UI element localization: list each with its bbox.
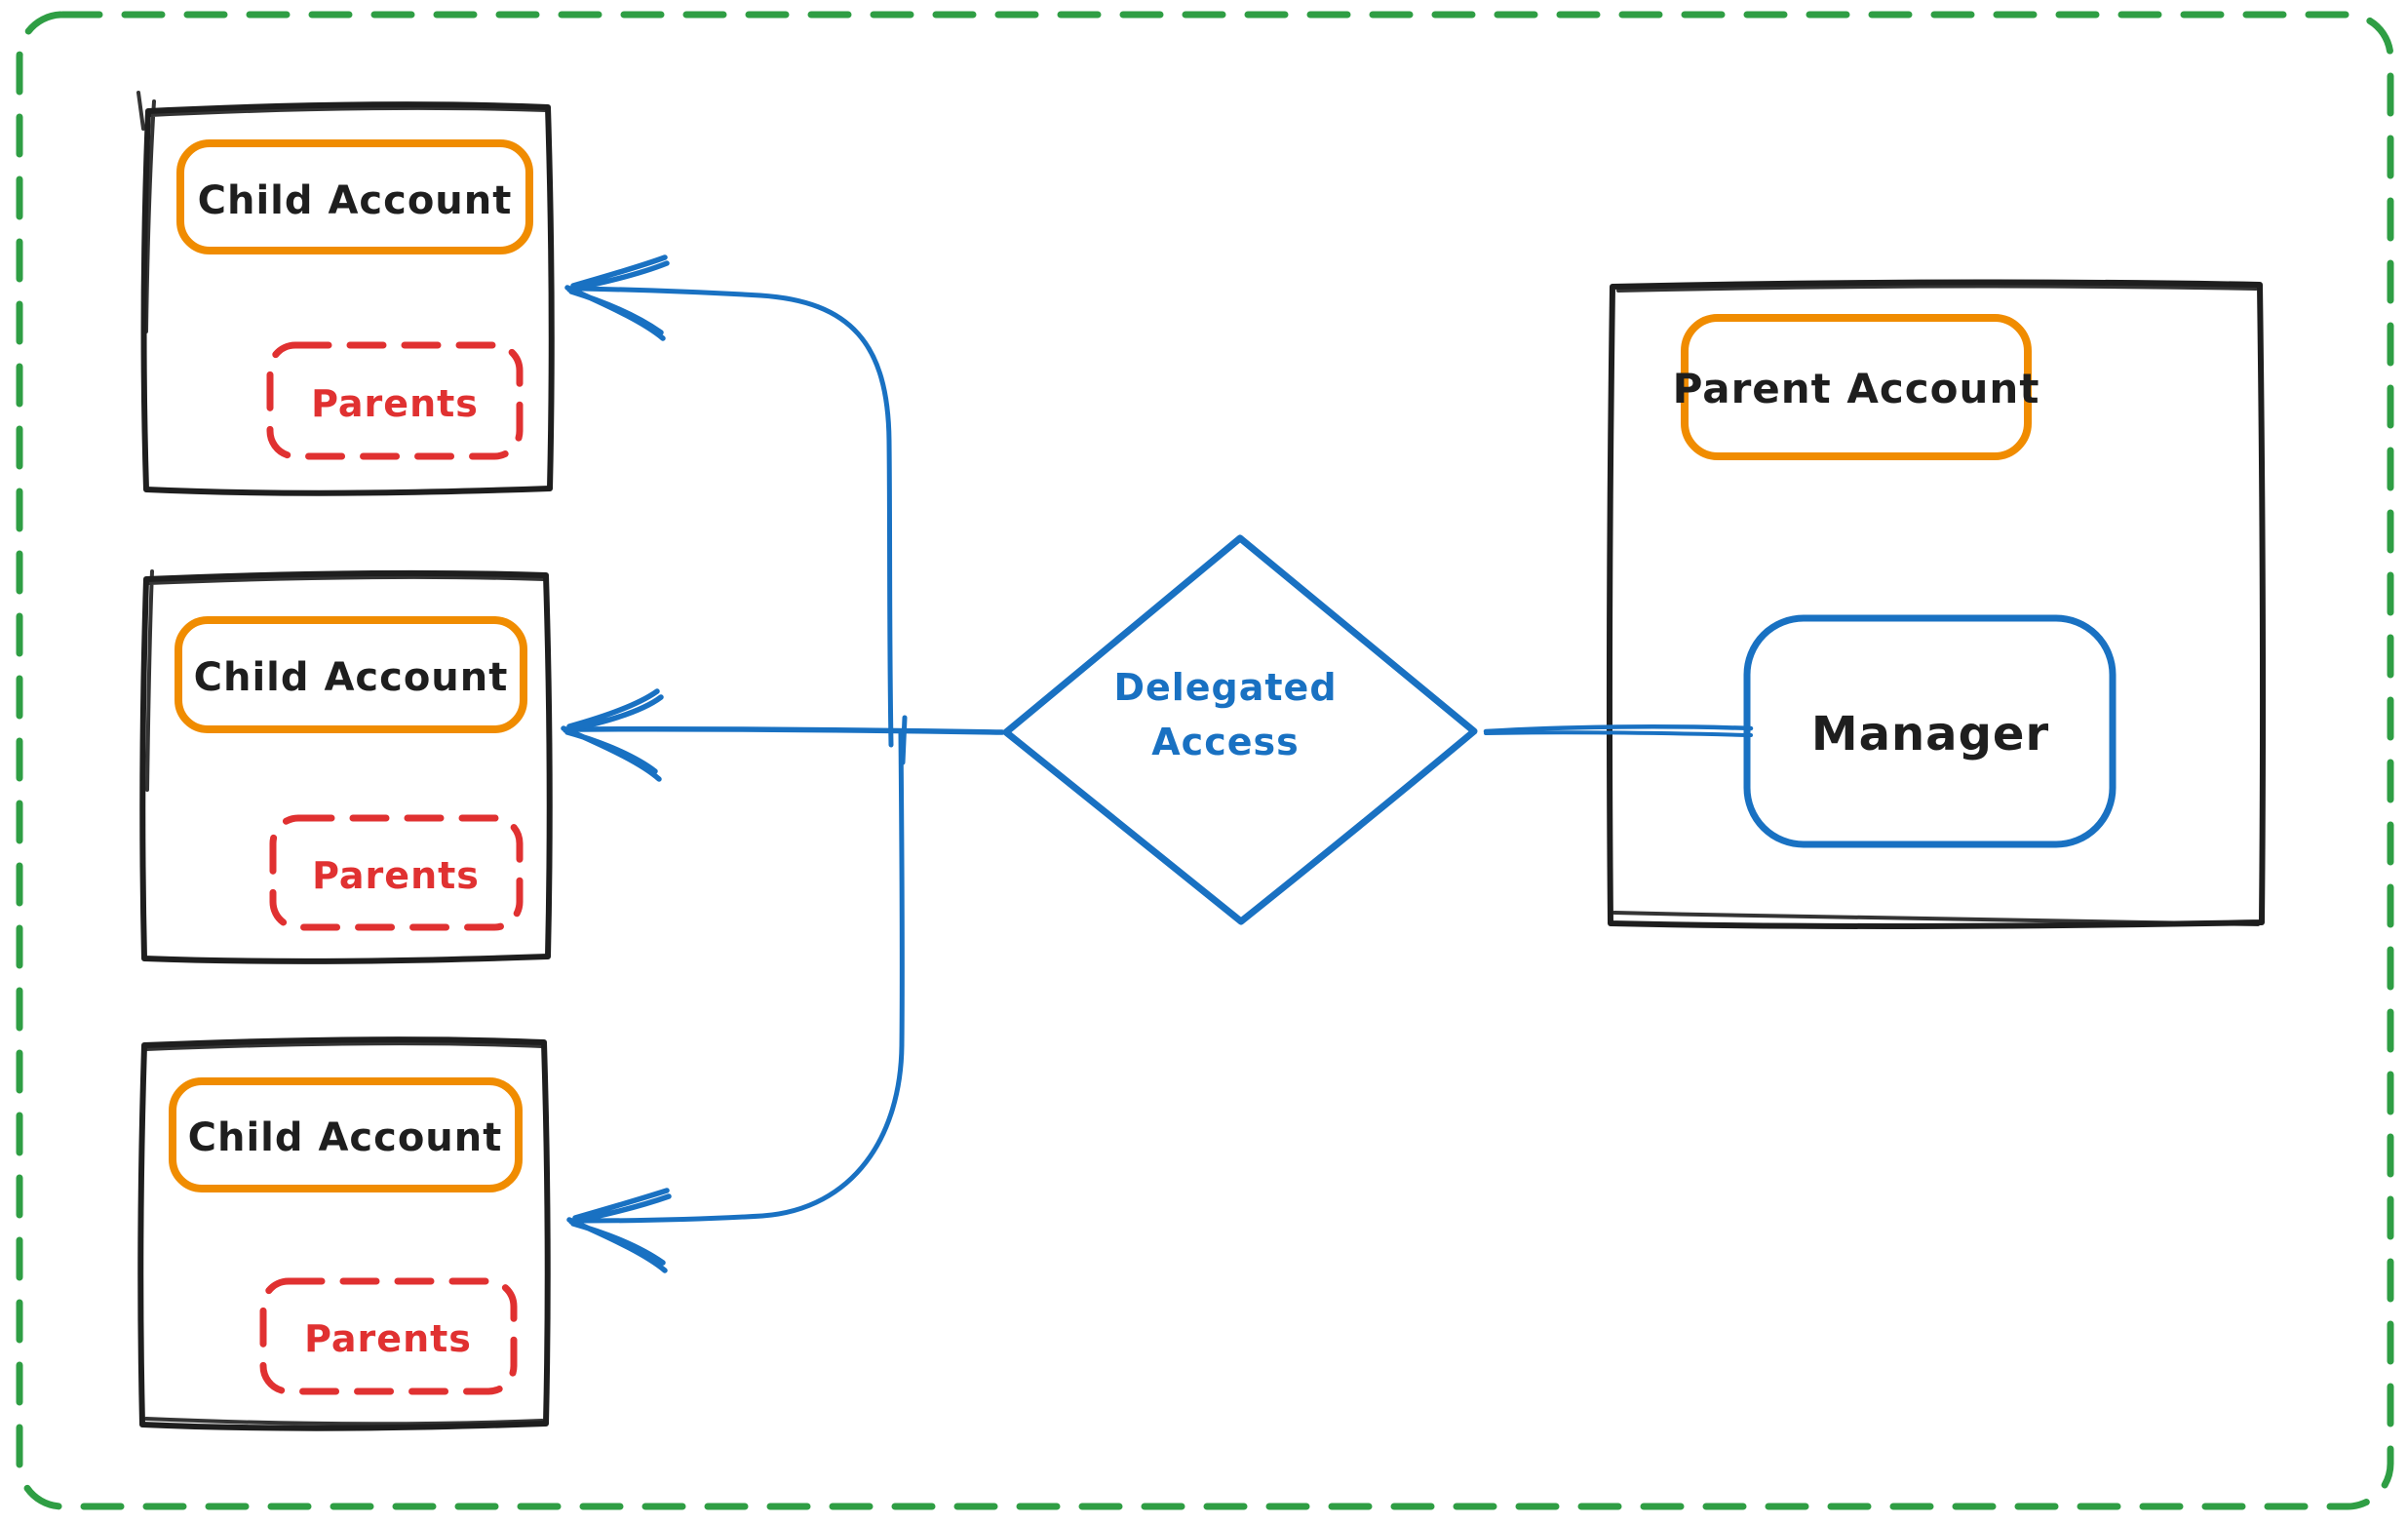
arrow-to-child-2[interactable] bbox=[561, 688, 1005, 782]
parents-label: Parents bbox=[311, 382, 479, 425]
sketch-double-stroke bbox=[144, 1041, 544, 1426]
arrowhead bbox=[566, 1188, 672, 1273]
child-account-label-box bbox=[176, 139, 533, 254]
arrow-to-child-1[interactable] bbox=[564, 254, 908, 765]
arrow-to-child-3[interactable] bbox=[566, 730, 905, 1273]
child-account-node-1[interactable]: Child Account Parents bbox=[136, 91, 555, 496]
connector-manager-to-diamond[interactable] bbox=[1483, 724, 1754, 737]
connector-line-double bbox=[1484, 730, 1753, 737]
arrow-shaft bbox=[578, 286, 894, 748]
canvas-dashed-border bbox=[16, 11, 2394, 1510]
parent-account-label-box bbox=[1681, 314, 2032, 460]
child-account-label: Child Account bbox=[194, 655, 509, 700]
child-account-label-box bbox=[169, 1077, 523, 1192]
delegated-access-diamond[interactable]: Delegated Access bbox=[1002, 534, 1478, 925]
parents-label: Parents bbox=[304, 1317, 472, 1360]
child-box-outline bbox=[137, 1036, 551, 1431]
arrow-shaft bbox=[572, 725, 1005, 735]
sketch-double-stroke bbox=[1612, 284, 2260, 926]
child-account-node-2[interactable]: Child Account Parents bbox=[139, 569, 553, 964]
child-account-label: Child Account bbox=[188, 1115, 503, 1160]
parents-box bbox=[269, 814, 524, 931]
diamond-outline bbox=[1002, 534, 1478, 925]
delegated-access-label-line2: Access bbox=[1151, 721, 1299, 763]
delegated-access-label-line1: Delegated bbox=[1113, 666, 1337, 709]
arrowhead bbox=[561, 688, 664, 782]
parents-label: Parents bbox=[312, 854, 480, 897]
child-account-label-box bbox=[175, 616, 527, 733]
child-account-node-3[interactable]: Child Account Parents bbox=[137, 1036, 551, 1431]
parent-account-label: Parent Account bbox=[1673, 365, 2040, 412]
child-box-outline bbox=[140, 101, 555, 496]
child-account-label: Child Account bbox=[198, 178, 513, 223]
parents-box bbox=[259, 1277, 518, 1395]
parent-account-node[interactable]: Parent Account Manager bbox=[1606, 279, 2267, 929]
manager-label: Manager bbox=[1811, 707, 2049, 762]
sketch-double-stroke bbox=[145, 569, 546, 792]
arrow-shaft bbox=[580, 730, 905, 1224]
connector-line bbox=[1483, 724, 1754, 734]
manager-box[interactable] bbox=[1743, 614, 2117, 848]
arrowhead bbox=[564, 254, 670, 341]
child-box-outline bbox=[139, 569, 553, 964]
parents-box bbox=[266, 341, 524, 460]
sketch-double-stroke bbox=[136, 91, 548, 333]
parent-box-outline bbox=[1606, 279, 2267, 929]
